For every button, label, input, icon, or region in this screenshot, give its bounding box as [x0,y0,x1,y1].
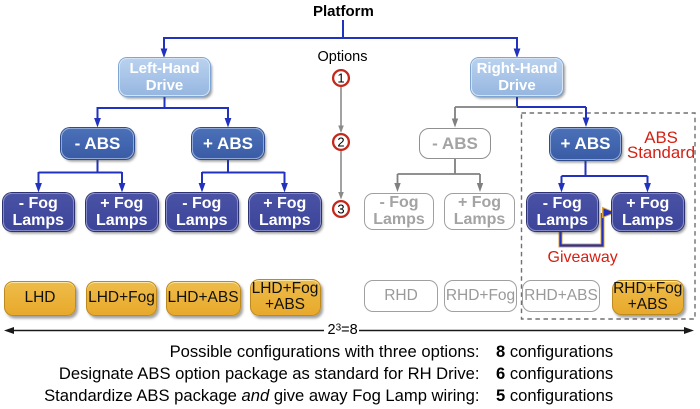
svg-text:2: 2 [337,135,344,150]
svg-text:1: 1 [337,71,344,86]
svg-text:3: 3 [337,202,344,217]
